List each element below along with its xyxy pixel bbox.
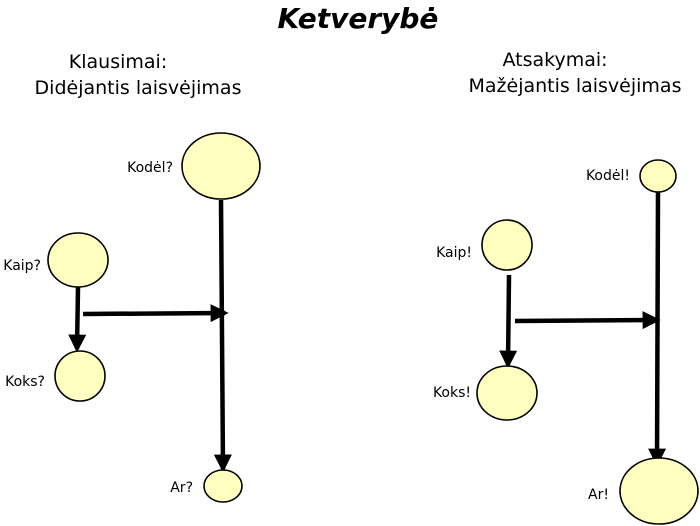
answers-panel: Atsakymai: Mažėjantis laisvėjimas Kodėl!… [433,49,699,525]
node-a-koks [476,365,538,421]
answers-heading-line2: Mažėjantis laisvėjimas [469,75,682,97]
node-a-kodel [639,159,677,193]
label-q-kodel: Kodėl? [127,160,173,176]
node-a-ar [619,457,699,525]
label-q-kaip: Kaip? [3,258,41,274]
node-q-kaip [47,232,109,288]
label-q-koks: Koks? [5,374,45,390]
questions-panel: Klausimai: Didėjantis laisvėjimas Kodėl?… [3,51,261,503]
questions-heading-line1: Klausimai: [69,51,167,73]
label-a-kodel: Kodėl! [586,168,630,184]
edge-kaip-to-koks [68,286,87,353]
edge-kaip-koks-to-kodel-ar [514,311,661,330]
edge-kaip-to-koks [499,274,518,369]
label-a-koks: Koks! [433,385,471,401]
edge-kodel-to-ar [648,191,667,467]
label-a-ar: Ar! [588,487,609,503]
label-q-ar: Ar? [170,480,193,496]
answers-heading-line1: Atsakymai: [502,49,607,71]
edge-kodel-to-ar [213,199,232,473]
node-q-koks [54,350,106,402]
node-a-kaip [481,219,533,271]
questions-heading-line2: Didėjantis laisvėjimas [35,77,242,99]
node-q-kodel [181,132,261,200]
node-q-ar [203,469,243,503]
edge-kaip-koks-to-kodel-ar [82,304,229,323]
label-a-kaip: Kaip! [436,245,472,261]
diagram-title: Ketverybė [278,2,439,35]
